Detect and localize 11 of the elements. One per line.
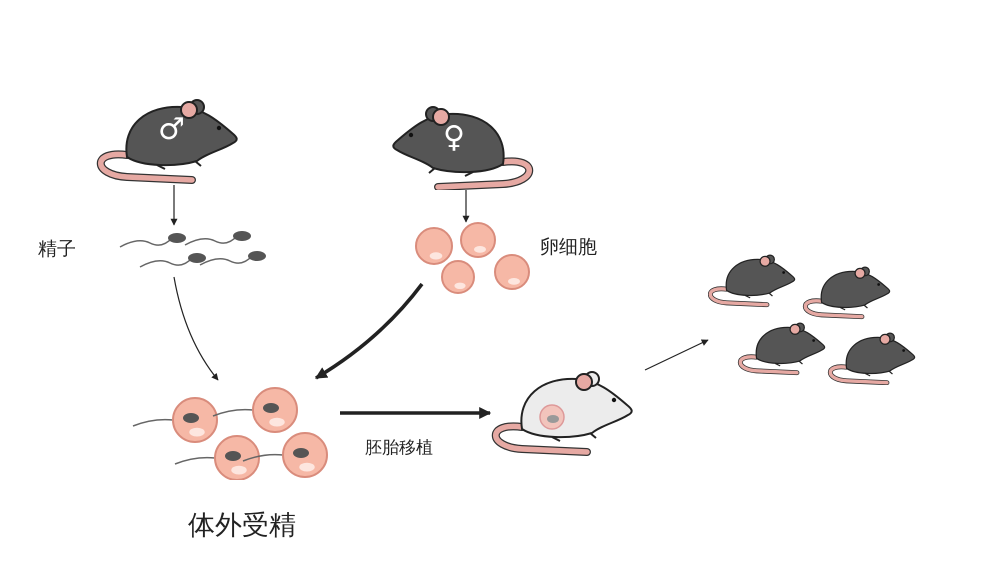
caption-label: 卵细胞 <box>540 236 597 258</box>
arrow <box>340 407 492 419</box>
caption-label: 体外受精 <box>188 510 296 542</box>
sex-symbol: ♂ <box>158 115 185 145</box>
sex-symbol: ♀ <box>443 123 465 153</box>
arrow <box>644 339 709 371</box>
arrow <box>462 190 470 223</box>
arrow <box>314 282 424 380</box>
arrow <box>173 276 218 381</box>
caption-label: 精子 <box>38 238 76 260</box>
arrow <box>170 185 178 226</box>
